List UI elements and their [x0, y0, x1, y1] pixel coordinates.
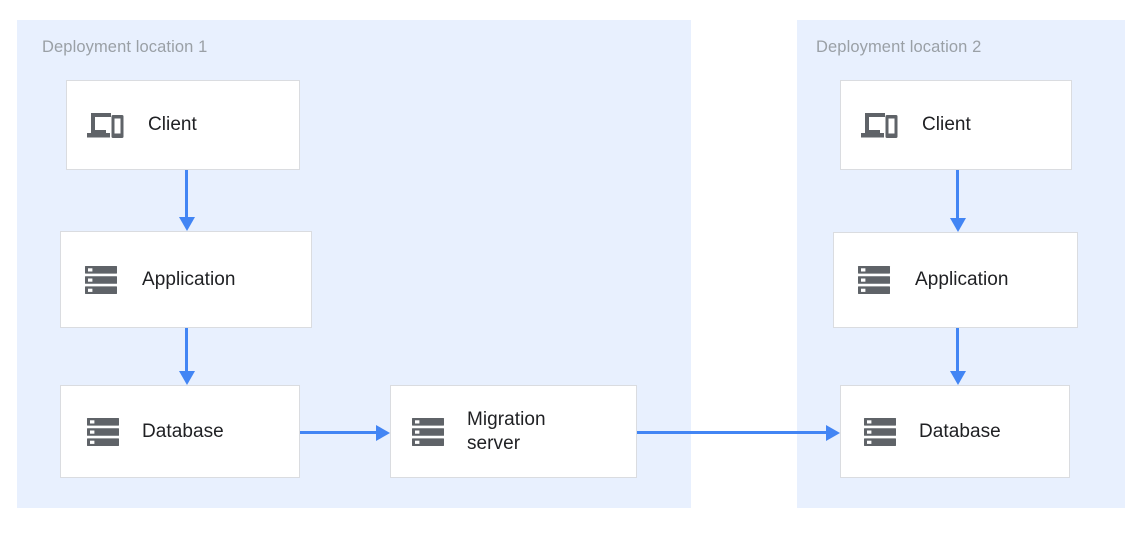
- arrow-shaft: [185, 328, 188, 373]
- server-icon: [84, 263, 118, 297]
- arrow-shaft: [637, 431, 828, 434]
- arrow-application2-to-database2: [949, 328, 966, 385]
- node-label: Client: [922, 114, 971, 136]
- arrow-head: [178, 371, 195, 385]
- arrow-application1-to-database1: [178, 328, 195, 385]
- devices-icon: [859, 109, 899, 141]
- arrow-shaft: [956, 328, 959, 373]
- node-application-location-1[interactable]: Application: [60, 231, 312, 328]
- arrow-head: [949, 218, 966, 232]
- server-icon: [857, 263, 891, 297]
- arrow-head: [826, 424, 840, 441]
- devices-icon: [85, 109, 125, 141]
- arrow-shaft: [300, 431, 378, 434]
- arrow-head: [376, 424, 390, 441]
- node-database-location-1[interactable]: Database: [60, 385, 300, 478]
- arrow-database1-to-migration-server: [300, 424, 390, 441]
- node-database-location-2[interactable]: Database: [840, 385, 1070, 478]
- arrow-head: [178, 217, 195, 231]
- deployment-location-1-label: Deployment location 1: [42, 38, 208, 56]
- node-label: Database: [142, 420, 224, 442]
- arrow-client1-to-application1: [178, 170, 195, 231]
- node-label: Migration server: [467, 409, 546, 454]
- node-label: Database: [919, 420, 1001, 442]
- node-label: Client: [148, 114, 197, 136]
- node-migration-server[interactable]: Migration server: [390, 385, 637, 478]
- deployment-location-2-label: Deployment location 2: [816, 38, 982, 56]
- node-client-location-1[interactable]: Client: [66, 80, 300, 170]
- arrow-shaft: [956, 170, 959, 220]
- arrow-client2-to-application2: [949, 170, 966, 232]
- arrow-shaft: [185, 170, 188, 219]
- server-icon: [411, 415, 445, 449]
- arrow-migration-server-to-database2: [637, 424, 840, 441]
- node-client-location-2[interactable]: Client: [840, 80, 1072, 170]
- arrow-head: [949, 371, 966, 385]
- node-label: Application: [915, 269, 1009, 291]
- server-icon: [863, 415, 897, 449]
- node-application-location-2[interactable]: Application: [833, 232, 1078, 328]
- server-icon: [86, 415, 120, 449]
- node-label: Application: [142, 268, 236, 290]
